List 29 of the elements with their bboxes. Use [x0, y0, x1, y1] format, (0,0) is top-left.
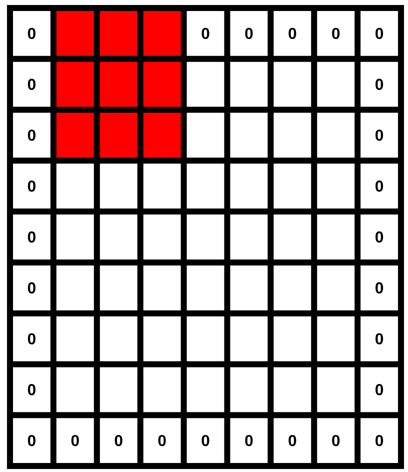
digit: 0: [202, 434, 210, 446]
digit: 0: [28, 130, 36, 141]
digit: 0: [376, 78, 384, 90]
digit: 0: [28, 384, 36, 396]
digit: 0: [28, 434, 36, 446]
digit: 0: [376, 130, 384, 141]
digit: 0: [376, 28, 384, 40]
digit: 0: [28, 180, 36, 192]
digit: 0: [28, 333, 36, 344]
digit: 0: [332, 434, 340, 446]
digit: 0: [28, 231, 36, 243]
digit: 0: [28, 282, 36, 294]
digit: 0: [245, 28, 253, 40]
digit: 0: [28, 28, 36, 40]
digit: 0: [288, 434, 296, 446]
digit: 0: [288, 28, 296, 40]
digit: 0: [376, 333, 384, 344]
digit: 0: [28, 78, 36, 90]
digit: 0: [158, 434, 166, 446]
digit: 0: [376, 434, 384, 446]
digit: 0: [202, 28, 210, 40]
digit: 0: [332, 28, 340, 40]
digit: 0: [245, 434, 253, 446]
digit: 0: [376, 282, 384, 294]
digit: 0: [376, 384, 384, 396]
digit: 0: [376, 180, 384, 192]
digit: 0: [376, 231, 384, 243]
digit: 0: [114, 434, 122, 446]
digit: 0: [71, 434, 79, 446]
